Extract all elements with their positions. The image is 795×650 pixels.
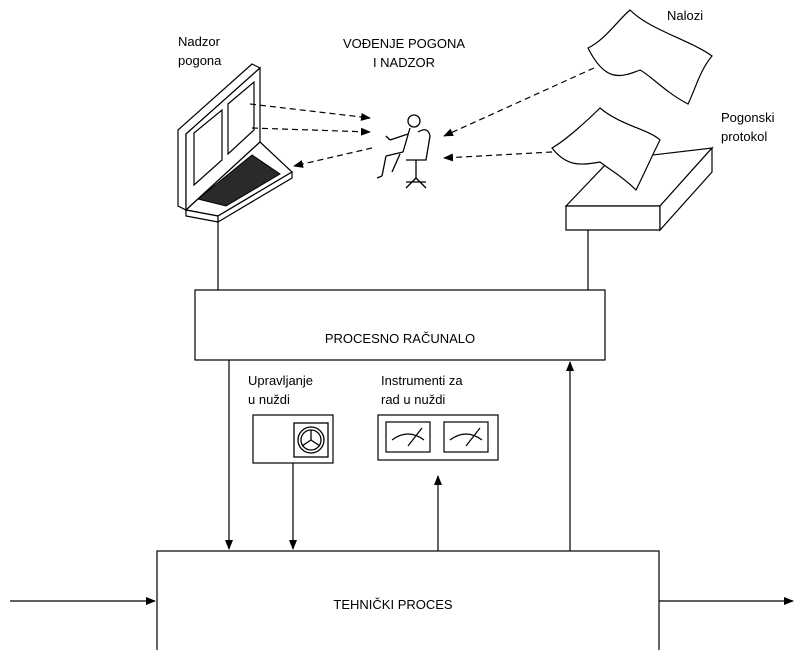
arrow-orders-to-operator: [443, 67, 595, 137]
instruments-label-line2: rad u nuždi: [381, 392, 445, 407]
arrow-screen2-to-operator: [251, 127, 371, 136]
emergency-control-label-line1: Upravljanje: [248, 373, 313, 388]
monitoring-label-line2: pogona: [178, 53, 222, 68]
monitoring-label-line1: Nadzor: [178, 34, 221, 49]
steering-wheel-icon: [293, 422, 329, 458]
title-line1: VOĐENJE POGONA: [343, 36, 465, 51]
title-line2: I NADZOR: [373, 55, 435, 70]
gauge-icon: [385, 421, 431, 453]
gauge-icon: [443, 421, 489, 453]
technical-process-box: [156, 550, 660, 650]
orders-document-icon: [587, 9, 713, 105]
orders-label: Nalozi: [667, 8, 703, 23]
monitoring-terminal-icon: [177, 63, 293, 224]
arrow-protocol-to-operator: [443, 151, 553, 162]
protocol-label-line2: protokol: [721, 129, 767, 144]
operator-icon: [376, 114, 431, 189]
arrow-screen1-to-operator: [249, 103, 371, 121]
process-computer-label: PROCESNO RAČUNALO: [325, 331, 475, 346]
printer-protocol-icon: [551, 107, 714, 232]
technical-process-label: TEHNIČKI PROCES: [333, 597, 453, 612]
protocol-label-line1: Pogonski: [721, 110, 775, 125]
emergency-control-label-line2: u nuždi: [248, 392, 290, 407]
process-computer-box: [194, 289, 606, 361]
instruments-label-line1: Instrumenti za: [381, 373, 463, 388]
arrow-operator-to-keyboard: [293, 147, 373, 168]
